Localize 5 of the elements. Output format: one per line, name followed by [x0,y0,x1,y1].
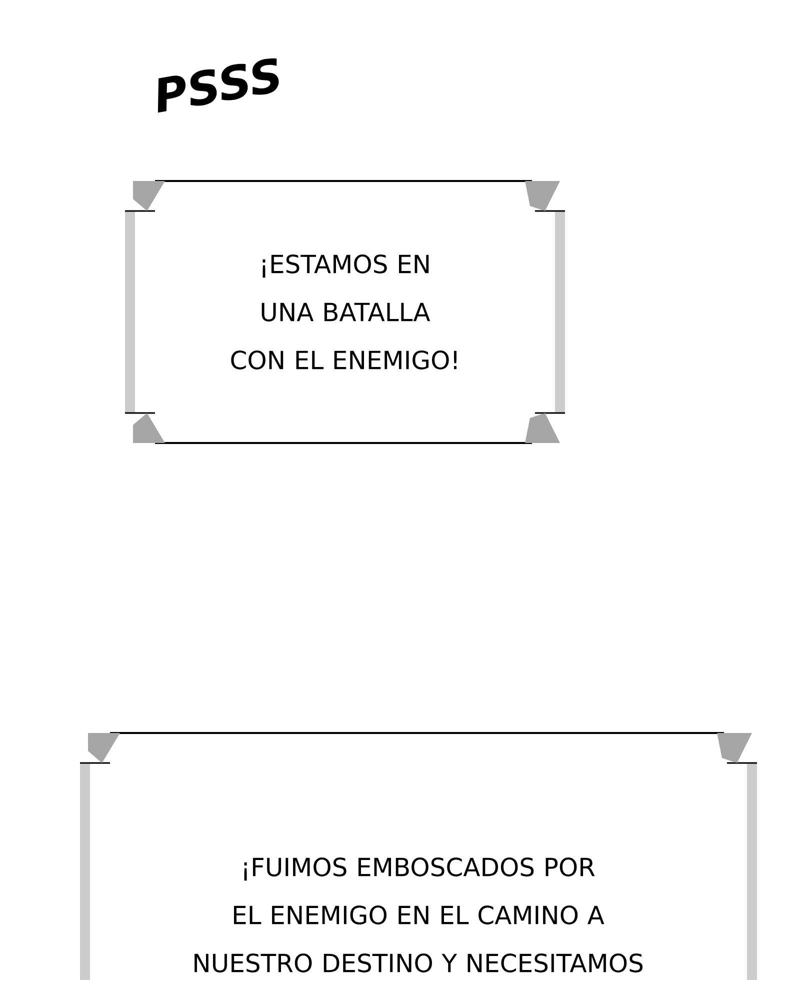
node-label: ¡ESTAMOS EN UNA BATALLA CON EL ENEMIGO! [231,254,456,370]
caption-box: ¡ESTAMOS EN UNA BATALLA CON EL ENEMIGO! [125,180,565,444]
node-label: ¡FUIMOS EMBOSCADOS POR EL ENEMIGO EN EL CAMINO A NUESTRO DESTINO Y NECESITAMOS [194,858,643,972]
sound-effect: PSSS [158,58,279,113]
caption-box: ¡FUIMOS EMBOSCADOS POR EL ENEMIGO EN EL CAMINO A NUESTRO DESTINO Y NECESITAMOS [80,732,757,980]
